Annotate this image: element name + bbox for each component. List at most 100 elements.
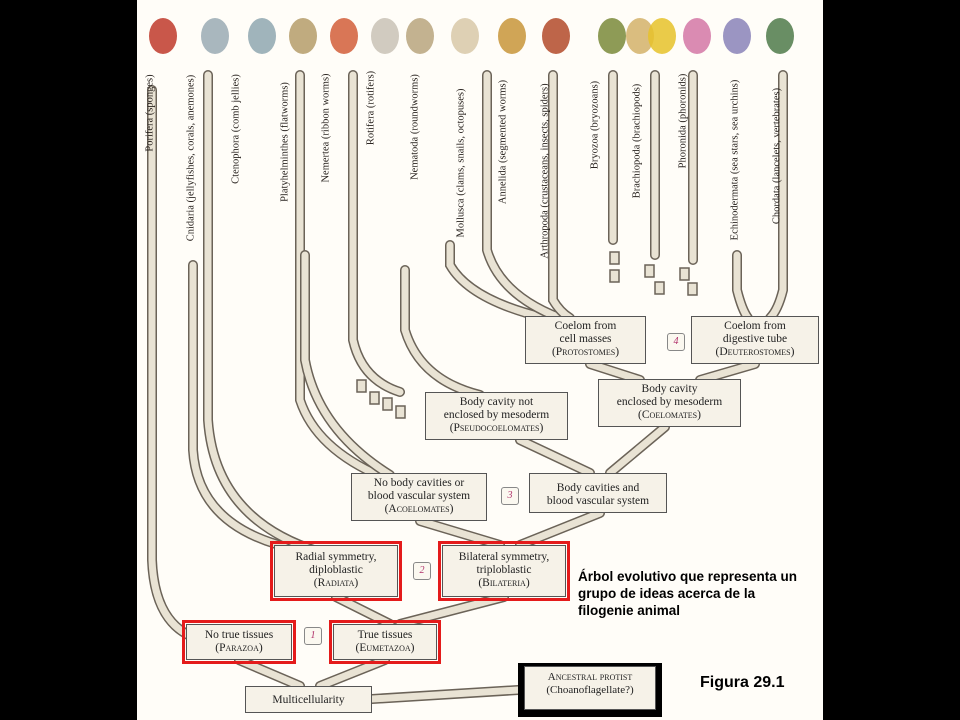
phylum-label-rotifera: Rotifera (rotifers) <box>365 70 377 146</box>
organism-illustration-icon <box>598 18 626 54</box>
organism-illustration-icon <box>626 18 654 54</box>
node-body-cavities-line2: blood vascular system <box>546 495 650 507</box>
node-radiata-group: (Radiata) <box>313 577 359 589</box>
step-number-1: 1 <box>304 627 322 645</box>
highlight-eumetazoa <box>329 620 441 664</box>
branch-protist-link <box>368 686 522 703</box>
node-multicellularity-line1: Multicellularity <box>272 694 345 706</box>
node-acoelomates-group: (Acoelomates) <box>384 503 454 515</box>
step-number-2: 2 <box>413 562 431 580</box>
node-bilateria: Bilateral symmetry, triploblastic (Bilat… <box>442 545 566 597</box>
branch-gap-segment <box>654 281 665 295</box>
branch-pseudo-stem <box>516 436 594 477</box>
organism-illustration-icon <box>683 18 711 54</box>
organism-illustration-icon <box>766 18 794 54</box>
phylum-label-ctenophora: Ctenophora (comb jellies) <box>230 74 242 184</box>
phylum-label-platyhelminthes: Platyhelminthes (flatworms) <box>279 82 291 202</box>
organism-illustration-icon <box>451 18 479 54</box>
organism-illustration-icon <box>330 18 358 54</box>
step-number-4: 4 <box>667 333 685 351</box>
branch-gap-segment <box>679 267 690 281</box>
node-bilateria-group: (Bilateria) <box>478 577 530 589</box>
node-acoelomates-line1: No body cavities or <box>373 477 465 489</box>
highlight-radiata <box>270 541 402 601</box>
branch-parazoa-stem <box>235 656 304 690</box>
node-eumetazoa-group: (Eumetazoa) <box>355 642 415 654</box>
node-deuterostomes-line1: Coelom from <box>724 320 786 332</box>
ancestral-protist-title: Ancestral protist <box>547 671 633 683</box>
phylum-label-bryozoa: Bryozoa (bryozoans) <box>589 80 601 170</box>
branch-gap-segment <box>369 391 380 405</box>
node-eumetazoa: True tissues (Eumetazoa) <box>333 624 437 660</box>
branch-deuterostomes-stem <box>696 360 759 384</box>
organism-illustration-icon <box>371 18 399 54</box>
highlight-parazoa <box>182 620 296 664</box>
node-pseudocoelomates-group: (Pseudocoelomates) <box>449 422 544 434</box>
branch-gap-segment <box>382 397 393 411</box>
node-deuterostomes-group: (Deuterostomes) <box>715 346 795 358</box>
branch-nemertea <box>301 251 394 479</box>
phylum-label-chordata: Chordata (lancelets, vertebrates) <box>771 87 783 225</box>
branch-gap-segment <box>609 251 620 265</box>
node-deuterostomes: Coelom from digestive tube (Deuterostome… <box>691 316 819 364</box>
organism-illustration-icon <box>542 18 570 54</box>
phylum-label-annelida: Annelida (segmented worms) <box>497 79 509 205</box>
ancestral-protist-box: Ancestral protist (Choanoflagellate?) <box>524 666 656 710</box>
node-radiata-line2: diploblastic <box>309 564 363 576</box>
organism-illustration-icon <box>149 18 177 54</box>
figure-label: Figura 29.1 <box>700 674 785 691</box>
node-parazoa: No true tissues (Parazoa) <box>186 624 292 660</box>
branch-gap-segment <box>395 405 406 419</box>
branch-protostomes-stem <box>586 360 644 384</box>
organism-illustration-icon <box>248 18 276 54</box>
phylum-label-phoronida: Phoronida (phoronids) <box>677 73 689 169</box>
node-radiata: Radial symmetry, diploblastic (Radiata) <box>274 545 398 597</box>
branch-mollusca <box>446 241 549 322</box>
branch-gap-segment <box>356 379 367 393</box>
phylum-label-mollusca: Mollusca (clams, snails, octopuses) <box>455 88 467 238</box>
ancestral-protist-frame: Ancestral protist (Choanoflagellate?) <box>518 663 662 717</box>
branch-gap-segment <box>609 269 620 283</box>
node-protostomes-line2: cell masses <box>559 333 612 345</box>
node-radiata-line1: Radial symmetry, <box>295 551 377 563</box>
node-protostomes-line1: Coelom from <box>554 320 617 332</box>
branch-nematoda <box>401 266 484 399</box>
node-eumetazoa-line1: True tissues <box>357 629 413 641</box>
node-bilateria-line1: Bilateral symmetry, <box>458 551 550 563</box>
node-pseudocoelomates-line2: enclosed by mesoderm <box>443 409 550 421</box>
node-pseudocoelomates: Body cavity not enclosed by mesoderm (Ps… <box>425 392 568 440</box>
highlight-bilateria <box>438 541 570 601</box>
node-coelomates-group: (Coelomates) <box>638 409 701 421</box>
node-deuterostomes-line2: digestive tube <box>722 333 788 345</box>
slide-caption: Árbol evolutivo que representa un grupo … <box>578 569 798 618</box>
node-protostomes-group: (Protostomes) <box>551 346 620 358</box>
node-parazoa-group: (Parazoa) <box>215 642 263 654</box>
node-protostomes: Coelom from cell masses (Protostomes) <box>525 316 646 364</box>
organism-illustration-icon <box>723 18 751 54</box>
node-acoelomates-line2: blood vascular system <box>367 490 471 502</box>
branch-bilateria-stem <box>396 593 508 628</box>
organism-illustration-icon <box>201 18 229 54</box>
branch-annelida <box>483 71 564 322</box>
node-coelomates: Body cavity enclosed by mesoderm (Coelom… <box>598 379 741 427</box>
ancestral-protist-subtitle: (Choanoflagellate?) <box>546 684 634 696</box>
phylum-label-echinodermata: Echinodermata (sea stars, sea urchins) <box>729 79 741 241</box>
phylum-label-nematoda: Nematoda (roundworms) <box>409 74 421 180</box>
branch-radiata-stem <box>332 593 394 628</box>
node-pseudocoelomates-line1: Body cavity not <box>459 396 534 408</box>
node-acoelomates: No body cavities or blood vascular syste… <box>351 473 487 521</box>
phylum-label-cnidaria: Cnidaria (jellyfishes, corals, anemones) <box>185 74 197 242</box>
node-body-cavities-line1: Body cavities and <box>556 482 640 494</box>
node-multicellularity: Multicellularity <box>245 686 372 713</box>
branch-gap-segment <box>687 282 698 296</box>
branch-eumetazoa-stem <box>316 656 389 690</box>
node-coelomates-line2: enclosed by mesoderm <box>616 396 723 408</box>
phylum-label-nemertea: Nemertea (ribbon worms) <box>320 73 332 183</box>
node-parazoa-line1: No true tissues <box>204 629 274 641</box>
branch-rotifera <box>349 71 404 396</box>
branch-gap-segment <box>644 264 655 278</box>
phylum-label-brachiopoda: Brachiopoda (brachiopods) <box>631 83 643 199</box>
organism-illustration-icon <box>406 18 434 54</box>
phylum-label-porifera: Porifera (sponges) <box>144 74 156 152</box>
branch-cavities-stem <box>516 509 604 549</box>
